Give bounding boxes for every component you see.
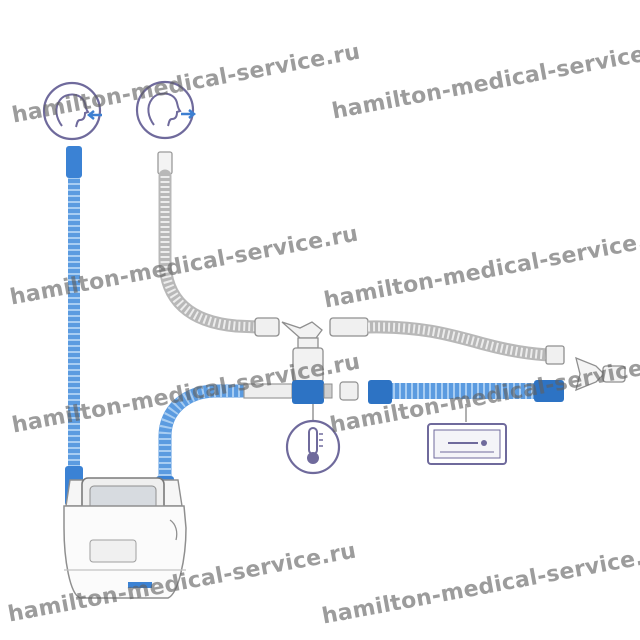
ventilator-display-icon bbox=[427, 404, 507, 465]
water-trap-icon bbox=[281, 321, 324, 383]
y-piece-connector-icon bbox=[575, 356, 626, 392]
inspiratory-tube bbox=[65, 146, 83, 506]
head-with-outward-arrow-icon bbox=[135, 80, 197, 140]
humidifier-device-icon bbox=[63, 477, 187, 599]
expiratory-clear-tube bbox=[157, 151, 280, 337]
head-with-inward-arrow-icon bbox=[42, 81, 102, 141]
thermometer-icon bbox=[285, 404, 341, 475]
expiratory-limb-clear bbox=[329, 317, 565, 365]
